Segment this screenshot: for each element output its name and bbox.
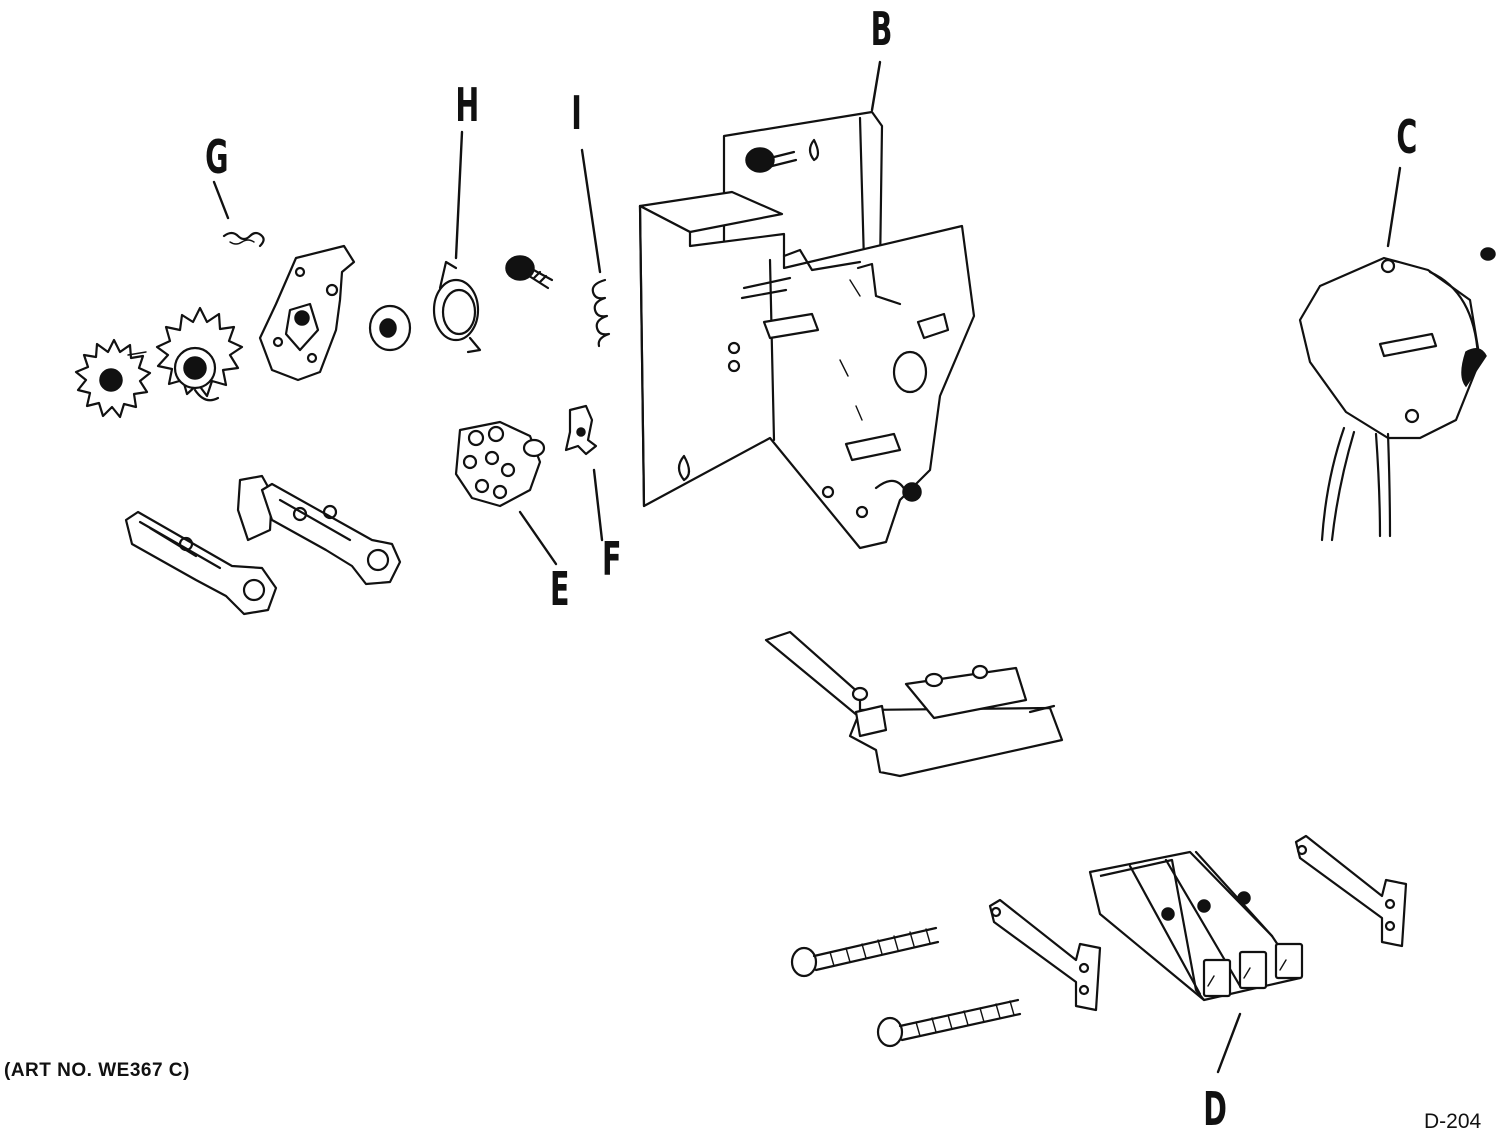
small-screw	[505, 255, 554, 290]
part-i-coil-spring	[591, 278, 611, 348]
callout-b: B	[870, 2, 893, 56]
part-c-motor	[1298, 247, 1496, 542]
long-screw-lower	[876, 998, 1022, 1048]
callout-f: F	[601, 532, 622, 586]
part-d-switch-stack	[1088, 850, 1304, 1002]
part-b-bracket	[638, 110, 976, 550]
callout-e: E	[549, 562, 570, 616]
sprocket-left	[74, 338, 152, 419]
lever-plate	[258, 244, 356, 382]
link-arm-right	[236, 474, 402, 586]
callout-g: G	[205, 130, 229, 184]
part-f-clip	[564, 404, 598, 456]
callout-i: I	[571, 86, 582, 140]
l-bracket-right	[1294, 834, 1408, 948]
part-h-torsion-spring	[432, 260, 482, 354]
switch-bracket-plate	[764, 630, 1064, 778]
callout-leaders	[212, 60, 1402, 1074]
callout-c: C	[1396, 110, 1418, 164]
l-bracket-left	[988, 898, 1102, 1012]
long-screw-upper	[790, 926, 940, 978]
callout-h: H	[455, 78, 480, 132]
drawing-number: D-204	[1424, 1110, 1482, 1133]
art-number-caption: (ART NO. WE367 C)	[4, 1060, 190, 1081]
washer	[368, 304, 412, 352]
callout-d: D	[1203, 1082, 1227, 1136]
sprocket-hub	[155, 306, 244, 402]
link-arm-left	[124, 510, 278, 616]
part-e-cam	[454, 420, 546, 508]
part-g-clip	[222, 231, 265, 248]
